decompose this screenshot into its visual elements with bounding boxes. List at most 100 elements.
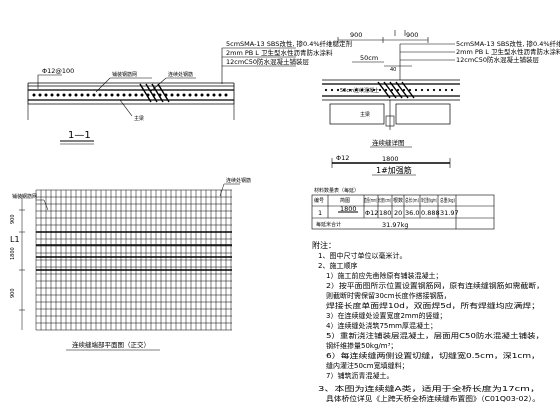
rebar-dot bbox=[396, 88, 400, 92]
note-line: 1、图中尺寸单位以毫米计。 bbox=[318, 251, 406, 260]
rebar-dot bbox=[122, 93, 126, 97]
table-total-label: 每延米合计 bbox=[316, 221, 341, 228]
rebar-dot bbox=[50, 93, 54, 97]
seam-label: 50cm连续混凝土 bbox=[340, 87, 379, 94]
notes-heading: 附注： bbox=[312, 240, 336, 250]
note-line: 具体桥位详见《上跨天桥全桥连续缝布置图》（C01Q03-02）。 bbox=[326, 394, 540, 403]
note-line: 3）在连续缝处设置宽度2mm的竖缝； bbox=[326, 311, 447, 320]
plan-dim-1800: 1800 bbox=[10, 247, 16, 260]
rebar-dot bbox=[98, 93, 102, 97]
rebar-dot bbox=[140, 93, 144, 97]
rebar-dot bbox=[68, 93, 72, 97]
rebar-dot bbox=[432, 88, 436, 92]
plan-callout-mesh: 铺装钢筋网 bbox=[12, 193, 37, 200]
rebar-dot bbox=[212, 93, 216, 97]
rebar-title: 1#加强筋 bbox=[376, 165, 412, 175]
rebar-dot bbox=[438, 88, 442, 92]
plan-title: 连续缝端部平面图（正交） bbox=[72, 340, 150, 349]
joint-caption: 连续缝详图 bbox=[372, 138, 405, 147]
rebar-diameter: Φ12 bbox=[336, 154, 349, 162]
rebar-dot bbox=[426, 88, 430, 92]
rebar-length: 1800 bbox=[382, 155, 399, 163]
rebar-dot bbox=[420, 88, 424, 92]
right-beam-label: 主梁 bbox=[360, 111, 370, 118]
rebar-dot bbox=[402, 88, 406, 92]
table-cell: 1800 bbox=[340, 205, 357, 213]
rebar-dot bbox=[342, 88, 346, 92]
section-1-1 bbox=[27, 47, 296, 145]
note-line: 则截断时需保留30cm长度作搭接钢筋， bbox=[326, 291, 451, 300]
table-cell: 20 bbox=[394, 209, 402, 217]
table-header-cell: 单位重(kg/m) bbox=[421, 197, 437, 204]
left-callout-continuous: 连续处钢筋 bbox=[168, 71, 193, 78]
table-header-cell: 直径(mm) bbox=[364, 197, 377, 204]
left-layer-2: 2mm PB L 卫生型水性沥青防水涂料 bbox=[226, 48, 333, 57]
rebar-detail bbox=[331, 158, 451, 176]
rebar-dot bbox=[330, 88, 334, 92]
rebar-dot bbox=[390, 88, 394, 92]
table-header-cell: 根数 bbox=[393, 197, 403, 204]
table-header-cell: 总重(kg) bbox=[440, 197, 455, 204]
right-layer-1: 5cmSMA-13 SBS改性, 掺0.4%纤维稳定剂 bbox=[456, 39, 560, 48]
rebar-dot bbox=[194, 93, 198, 97]
table-header-cell: 总长(m) bbox=[405, 197, 419, 204]
rebar-dot bbox=[378, 88, 382, 92]
dim-900-a: 900 bbox=[350, 31, 362, 39]
left-rebar-label: Φ12@100 bbox=[42, 67, 74, 75]
table-cell: 180 bbox=[379, 209, 391, 217]
note-line: 6）每连续缝两侧设置切缝，切缝宽0.5cm，深1cm， bbox=[326, 351, 540, 360]
rebar-dot bbox=[360, 88, 364, 92]
left-beam-label: 主梁 bbox=[134, 115, 144, 122]
note-line: 3、本图为连续缝A类，适用于全桥长度为17cm， bbox=[318, 384, 540, 393]
left-layer-1: 5cmSMA-13 SBS改性, 掺0.4%纤维稳定剂 bbox=[226, 39, 352, 48]
rebar-dot bbox=[372, 88, 376, 92]
right-layer-3: 12cmC50防水混凝土铺装层 bbox=[456, 55, 539, 64]
table-header-cell: 简图 bbox=[340, 197, 350, 204]
rebar-dot bbox=[92, 93, 96, 97]
note-line: 2）按平面图所示位置设置钢筋网，原有连续缝钢筋如需截断， bbox=[326, 281, 544, 290]
rebar-dot bbox=[444, 88, 448, 92]
table-total-value: 31.97kg bbox=[382, 221, 409, 229]
note-line: 钢纤维掺量50kg/m³； bbox=[326, 341, 397, 350]
rebar-dot bbox=[134, 93, 138, 97]
note-line: 焊接长度单面焊10d，双面焊5d，所有焊缝均应满焊； bbox=[326, 301, 540, 310]
rebar-dot bbox=[56, 93, 60, 97]
right-layer-2: 2mm PB L 卫生型水性沥青防水涂料 bbox=[456, 47, 560, 56]
left-callout-mesh: 铺装钢筋网 bbox=[112, 71, 137, 78]
table-cell: 31.97 bbox=[440, 209, 459, 217]
note-line: 2、施工顺序 bbox=[318, 261, 357, 270]
rebar-dot bbox=[354, 88, 358, 92]
note-line: 7）铺筑沥青混凝土。 bbox=[326, 371, 393, 380]
rebar-dot bbox=[348, 88, 352, 92]
plan-view bbox=[19, 183, 240, 351]
table-row: 1 1800 Φ12 180 20 36.0 0.888 31.97 bbox=[318, 205, 459, 217]
section-title-1-1: 1—1 bbox=[68, 130, 91, 141]
table-cell: 0.888 bbox=[421, 209, 440, 217]
table-header-row: 编号 简图 直径(mm) 长度(cm) 根数 总长(m) 单位重(kg/m) 总… bbox=[314, 197, 455, 204]
notes-block: 附注： 1、图中尺寸单位以毫米计。 2、施工顺序 1）施工前应先凿除原有铺装混凝… bbox=[312, 240, 544, 403]
rebar-dot bbox=[176, 93, 180, 97]
rebar-dot bbox=[218, 93, 222, 97]
table-title: 材料数量表（每延） bbox=[314, 187, 359, 194]
plan-label-L1: L1 bbox=[10, 235, 20, 244]
dim-40: 40 bbox=[390, 67, 396, 73]
rebar-dot bbox=[170, 93, 174, 97]
rebar-dot bbox=[32, 93, 36, 97]
table-cell: 36.0 bbox=[405, 209, 419, 217]
rebar-dot bbox=[104, 93, 108, 97]
quantity-table bbox=[311, 194, 495, 230]
note-line: 缝内灌注50cm宽填缝料； bbox=[326, 361, 409, 370]
rebar-dot bbox=[110, 93, 114, 97]
rebar-dot bbox=[206, 93, 210, 97]
rebar-dot bbox=[408, 88, 412, 92]
dim-900-b: 900 bbox=[406, 31, 418, 39]
rebar-dot bbox=[128, 93, 132, 97]
rebar-dot bbox=[188, 93, 192, 97]
plan-callout-continuous: 连续处钢筋 bbox=[226, 177, 251, 184]
rebar-dot bbox=[74, 93, 78, 97]
dim-50cm: 50cm bbox=[360, 54, 378, 62]
table-header-cell: 长度(cm) bbox=[378, 197, 391, 204]
rebar-dot bbox=[62, 93, 66, 97]
table-cell: Φ12 bbox=[365, 209, 378, 217]
